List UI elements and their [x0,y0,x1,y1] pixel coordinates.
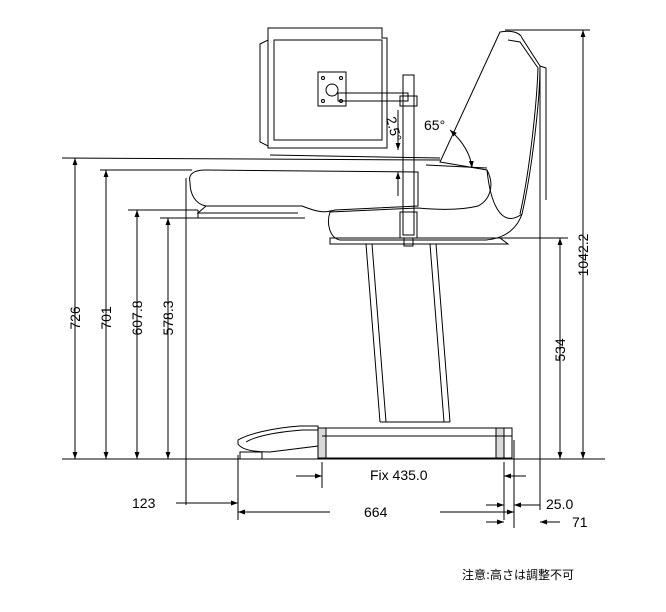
dim-123-label: 123 [132,495,156,511]
dim-25-label: 25.0 [546,496,573,512]
base-frame [317,427,513,459]
angle-65-label: 65° [424,117,445,133]
upper-work-surface [61,154,441,161]
pedestal-column [365,243,451,423]
dim-fix-label: Fix 435.0 [370,467,428,483]
angle-2-5-label: 2.5° [383,115,405,143]
dim-71-label: 71 [572,514,588,530]
dim-664-label: 664 [364,504,388,520]
dim-1042-label: 1042.2 [575,233,591,276]
monitor-arm [337,74,418,247]
angle-65-arc [449,129,474,169]
monitor [259,27,388,149]
dim-578-label: 578.3 [160,300,176,335]
vesa-mount-plate [317,71,347,107]
dim-701-label: 701 [98,306,114,330]
display-panel-shell [327,30,547,241]
keyboard-tray [189,169,419,219]
dim-534-label: 534 [552,338,568,362]
dim-607-label: 607.8 [129,300,145,335]
shell-base-plate [329,237,510,245]
note-height-not-adjustable: 注意:高さは調整不可 [462,568,575,582]
foot-rest [237,425,319,460]
dim-726-label: 726 [67,306,83,330]
